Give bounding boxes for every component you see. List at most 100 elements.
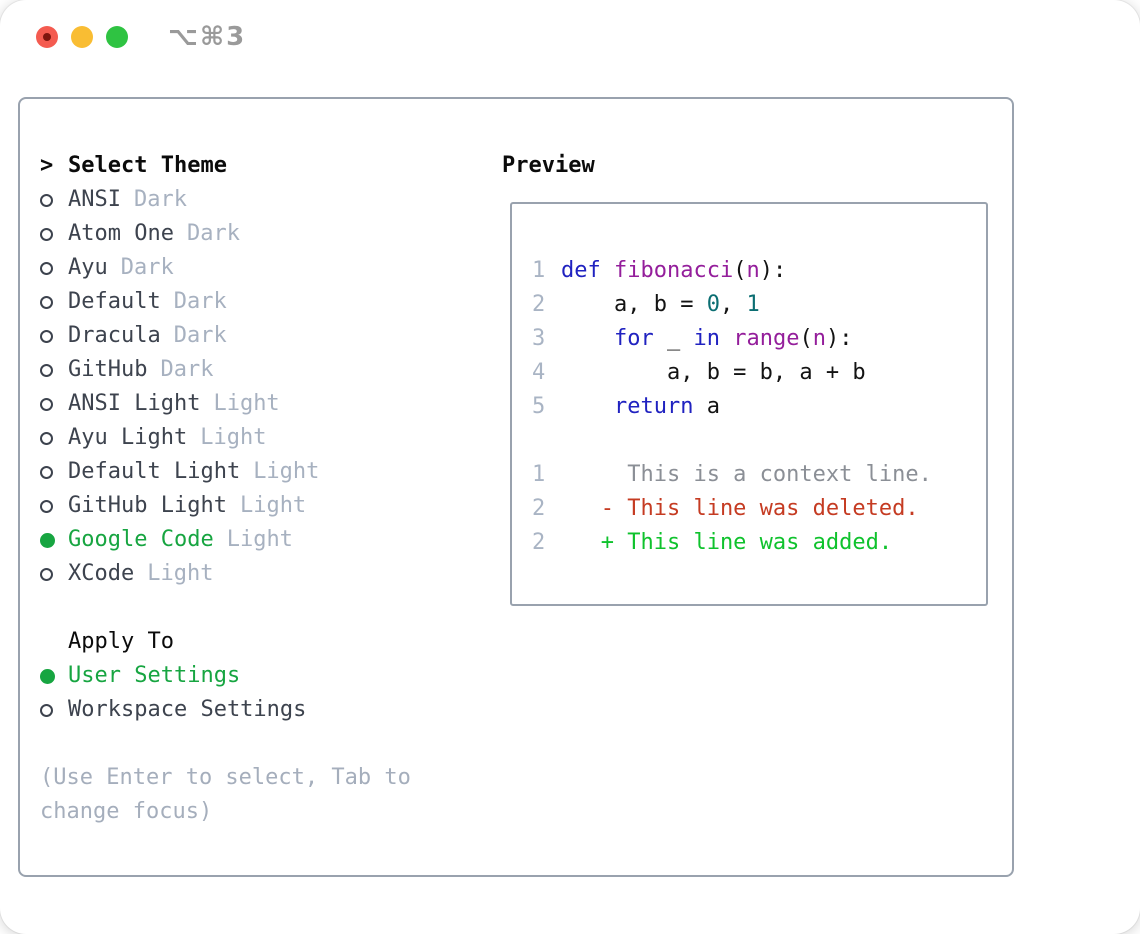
radio-circle — [40, 567, 53, 581]
code-token — [720, 326, 733, 351]
theme-variant: Light — [239, 493, 307, 518]
code-token: return — [613, 394, 694, 419]
radio-unselected-icon — [40, 567, 68, 581]
help-line: change focus) — [40, 799, 213, 824]
theme-name: ANSI — [68, 187, 121, 212]
code-token: 0 — [706, 292, 720, 317]
select-theme-title: Select Theme — [68, 153, 227, 178]
close-button[interactable] — [36, 26, 58, 48]
code-token: for — [613, 326, 654, 351]
theme-name: GitHub — [68, 357, 148, 382]
code-token: range — [733, 326, 800, 351]
radio-unselected-icon — [40, 703, 68, 717]
theme-option[interactable]: Google Code Light — [40, 523, 411, 557]
code-token: ( — [799, 326, 813, 351]
code-token — [561, 394, 614, 419]
theme-variant: Dark — [186, 221, 240, 246]
minimize-button[interactable] — [71, 26, 93, 48]
code-token: ): — [759, 258, 787, 283]
theme-variant: Dark — [133, 187, 187, 212]
line-content: for _ in range(n): — [561, 322, 852, 356]
theme-variant: Dark — [120, 255, 174, 280]
theme-name: Atom One — [68, 221, 174, 246]
code-token — [601, 258, 614, 283]
radio-circle — [40, 261, 53, 275]
line-content: - This line was deleted. — [561, 492, 919, 526]
preview-title: Preview — [502, 153, 595, 178]
apply-to-title: Apply To — [68, 629, 174, 654]
code-token: fibonacci — [614, 258, 734, 283]
spacer — [40, 727, 411, 761]
radio-selected-icon — [40, 668, 68, 684]
theme-option[interactable]: ANSI Dark — [40, 183, 411, 217]
code-token: - This line was deleted. — [561, 496, 919, 521]
apply-to-option-label: User Settings — [68, 663, 241, 688]
radio-circle — [40, 532, 55, 548]
apply-to-option-label: Workspace Settings — [68, 697, 307, 722]
radio-circle — [40, 703, 53, 717]
line-number: 3 — [532, 326, 546, 351]
line-content: This is a context line. — [561, 458, 932, 492]
theme-name: Ayu Light — [68, 425, 188, 450]
theme-option[interactable]: Atom One Dark — [40, 217, 411, 251]
theme-name: GitHub Light — [68, 493, 227, 518]
code-token: + This line was added. — [561, 530, 893, 555]
radio-circle — [40, 397, 53, 411]
code-token: 1 — [746, 292, 760, 317]
apply-to-option[interactable]: Workspace Settings — [40, 693, 411, 727]
diff-deleted-line: 2 - This line was deleted. — [532, 492, 986, 526]
theme-name: Default — [68, 289, 161, 314]
theme-name: Google Code — [68, 527, 214, 552]
title-bar: ⌥⌘3 — [0, 0, 1140, 97]
theme-variant: Dark — [173, 323, 227, 348]
line-content: a, b = 0, 1 — [561, 288, 760, 322]
line-number: 2 — [532, 496, 546, 521]
code-line: 3 for _ in range(n): — [532, 322, 986, 356]
radio-circle — [40, 295, 53, 309]
theme-name: Default Light — [68, 459, 241, 484]
code-token: a — [693, 394, 720, 419]
maximize-button[interactable] — [106, 26, 128, 48]
line-number — [532, 424, 545, 458]
radio-circle — [40, 363, 53, 377]
theme-variant: Light — [226, 527, 293, 552]
diff-context-line: 1 This is a context line. — [532, 458, 986, 492]
code-token: ( — [733, 258, 747, 283]
radio-unselected-icon — [40, 295, 68, 309]
select-theme-header: > Select Theme — [40, 149, 411, 183]
theme-variant: Light — [147, 561, 214, 586]
line-number: 1 — [532, 462, 546, 487]
radio-circle — [40, 431, 53, 445]
line-number: 1 — [532, 258, 546, 283]
code-token: a, b = b, a + b — [561, 360, 866, 385]
focus-chevron-icon: > — [40, 153, 54, 178]
line-content: return a — [561, 390, 720, 424]
apply-to-option[interactable]: User Settings — [40, 659, 411, 693]
code-token: a, b = — [561, 292, 707, 317]
diff-added-line: 2 + This line was added. — [532, 526, 986, 560]
code-token: _ — [653, 326, 694, 351]
radio-unselected-icon — [40, 465, 68, 479]
spacer — [40, 591, 411, 625]
radio-unselected-icon — [40, 363, 68, 377]
theme-name: ANSI Light — [68, 391, 201, 416]
line-number: 4 — [532, 360, 546, 385]
line-content: + This line was added. — [561, 526, 892, 560]
radio-unselected-icon — [40, 329, 68, 343]
theme-option[interactable]: GitHub Light Light — [40, 489, 411, 523]
code-line: 2 a, b = 0, 1 — [532, 288, 986, 322]
line-number: 5 — [532, 394, 546, 419]
